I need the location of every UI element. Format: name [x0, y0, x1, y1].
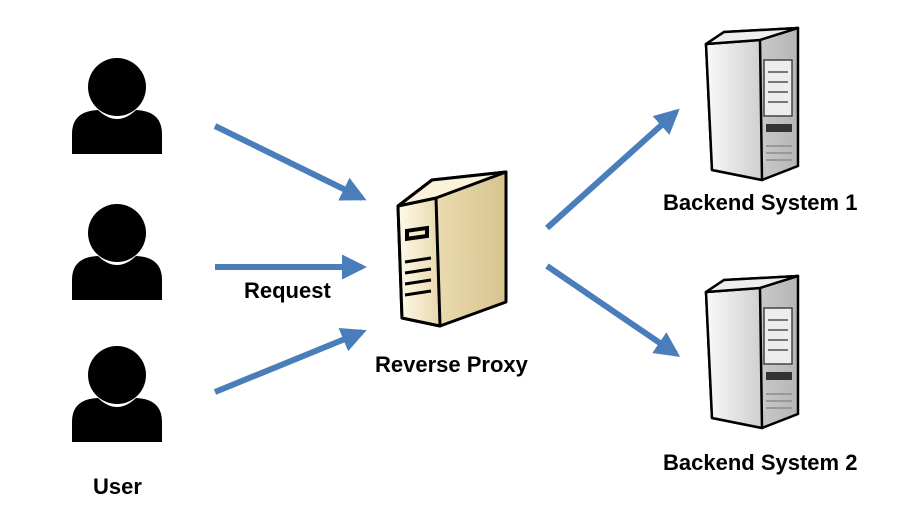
request-label: Request — [244, 278, 331, 303]
backend-system-1-label: Backend System 1 — [663, 190, 858, 215]
request-arrow-1 — [213, 123, 367, 201]
backend-server-2-icon — [704, 274, 800, 430]
backend-server-1-icon — [704, 26, 800, 182]
forward-arrow-1 — [544, 108, 680, 231]
request-arrow-3 — [213, 327, 367, 395]
user-label: User — [93, 474, 142, 499]
reverse-proxy-label: Reverse Proxy — [375, 352, 528, 377]
user-icon — [72, 58, 162, 154]
proxy-server-icon — [396, 170, 508, 328]
backend-system-2-label: Backend System 2 — [663, 450, 858, 475]
user-icon — [72, 204, 162, 300]
user-icon — [72, 346, 162, 442]
forward-arrow-2 — [545, 263, 681, 357]
